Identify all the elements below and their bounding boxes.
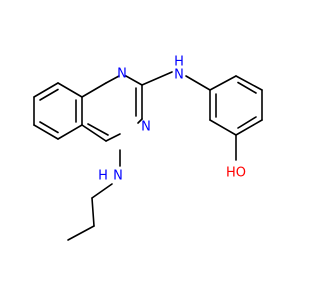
structure-drawing: N N H N H N HO [33, 55, 263, 241]
bond [185, 75, 211, 91]
pyrimidine-ring [81, 75, 143, 142]
bond [105, 133, 121, 142]
bond [237, 81, 257, 94]
bond [67, 225, 95, 241]
bond [209, 119, 237, 136]
bond [141, 71, 173, 86]
bond [57, 124, 83, 140]
bond [137, 118, 143, 124]
bond [81, 124, 107, 142]
amine-nitrogen-label: N [113, 169, 123, 184]
amine-linker [141, 71, 211, 91]
bond [39, 88, 59, 101]
bond [209, 75, 237, 91]
bond [105, 75, 120, 84]
bond [91, 183, 113, 199]
bond [235, 75, 263, 91]
ethylamino-group [67, 149, 121, 241]
bond [125, 75, 143, 86]
atom-labels: N N H N H N HO [98, 55, 246, 184]
bond [87, 123, 109, 136]
molecule-diagram: N N H N H N HO [33, 55, 263, 241]
amine-hydrogen-label: H [174, 55, 184, 70]
phenol-ring [209, 75, 263, 161]
bond [33, 124, 59, 140]
bond [57, 82, 83, 98]
amine-hydrogen-label: H [98, 169, 108, 184]
nitrogen-label: N [141, 120, 151, 135]
bond [91, 197, 95, 227]
bond [39, 121, 59, 134]
bond [81, 82, 107, 98]
amine-nitrogen-label: N [174, 68, 184, 83]
bond [237, 116, 257, 129]
benzo-ring [33, 82, 83, 140]
nitrogen-label: N [117, 67, 127, 82]
hydroxyl-label: HO [226, 166, 246, 181]
bond [33, 82, 59, 98]
bond [235, 119, 263, 136]
